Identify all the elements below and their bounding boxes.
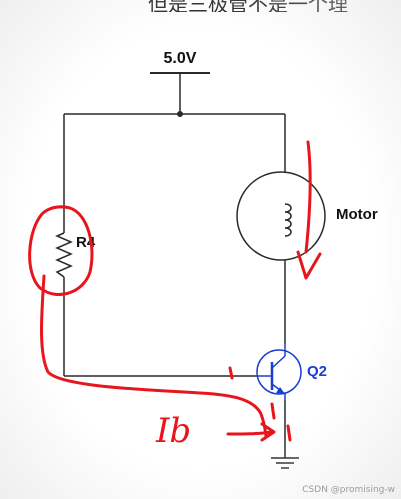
ground-symbol	[271, 457, 299, 469]
handwritten-annotations: Ib	[28, 140, 322, 451]
supply-symbol: 5.0V	[150, 50, 210, 74]
base-tick-mark	[228, 366, 234, 380]
current-path-annotation	[40, 274, 268, 438]
base-current-arrow	[226, 430, 274, 436]
transistor-circle	[256, 349, 302, 395]
junction-dot	[177, 111, 183, 117]
emitter-tick-mark-2	[286, 424, 292, 442]
wires	[63, 73, 286, 458]
motor-label: Motor	[336, 206, 378, 223]
supply-label: 5.0V	[164, 50, 197, 67]
transistor-label: Q2	[307, 363, 327, 380]
ib-label: Ib	[155, 411, 191, 451]
motor-current-arrowhead-icon	[296, 250, 322, 280]
transistor-q2: Q2	[256, 344, 327, 400]
motor-circle	[236, 171, 326, 261]
transistor-collector-lead	[271, 355, 286, 369]
emitter-tick-mark-1	[270, 402, 276, 420]
motor-coil	[284, 203, 292, 237]
motor-current-arrow	[304, 140, 312, 254]
watermark: CSDN @promising-w	[302, 485, 395, 495]
